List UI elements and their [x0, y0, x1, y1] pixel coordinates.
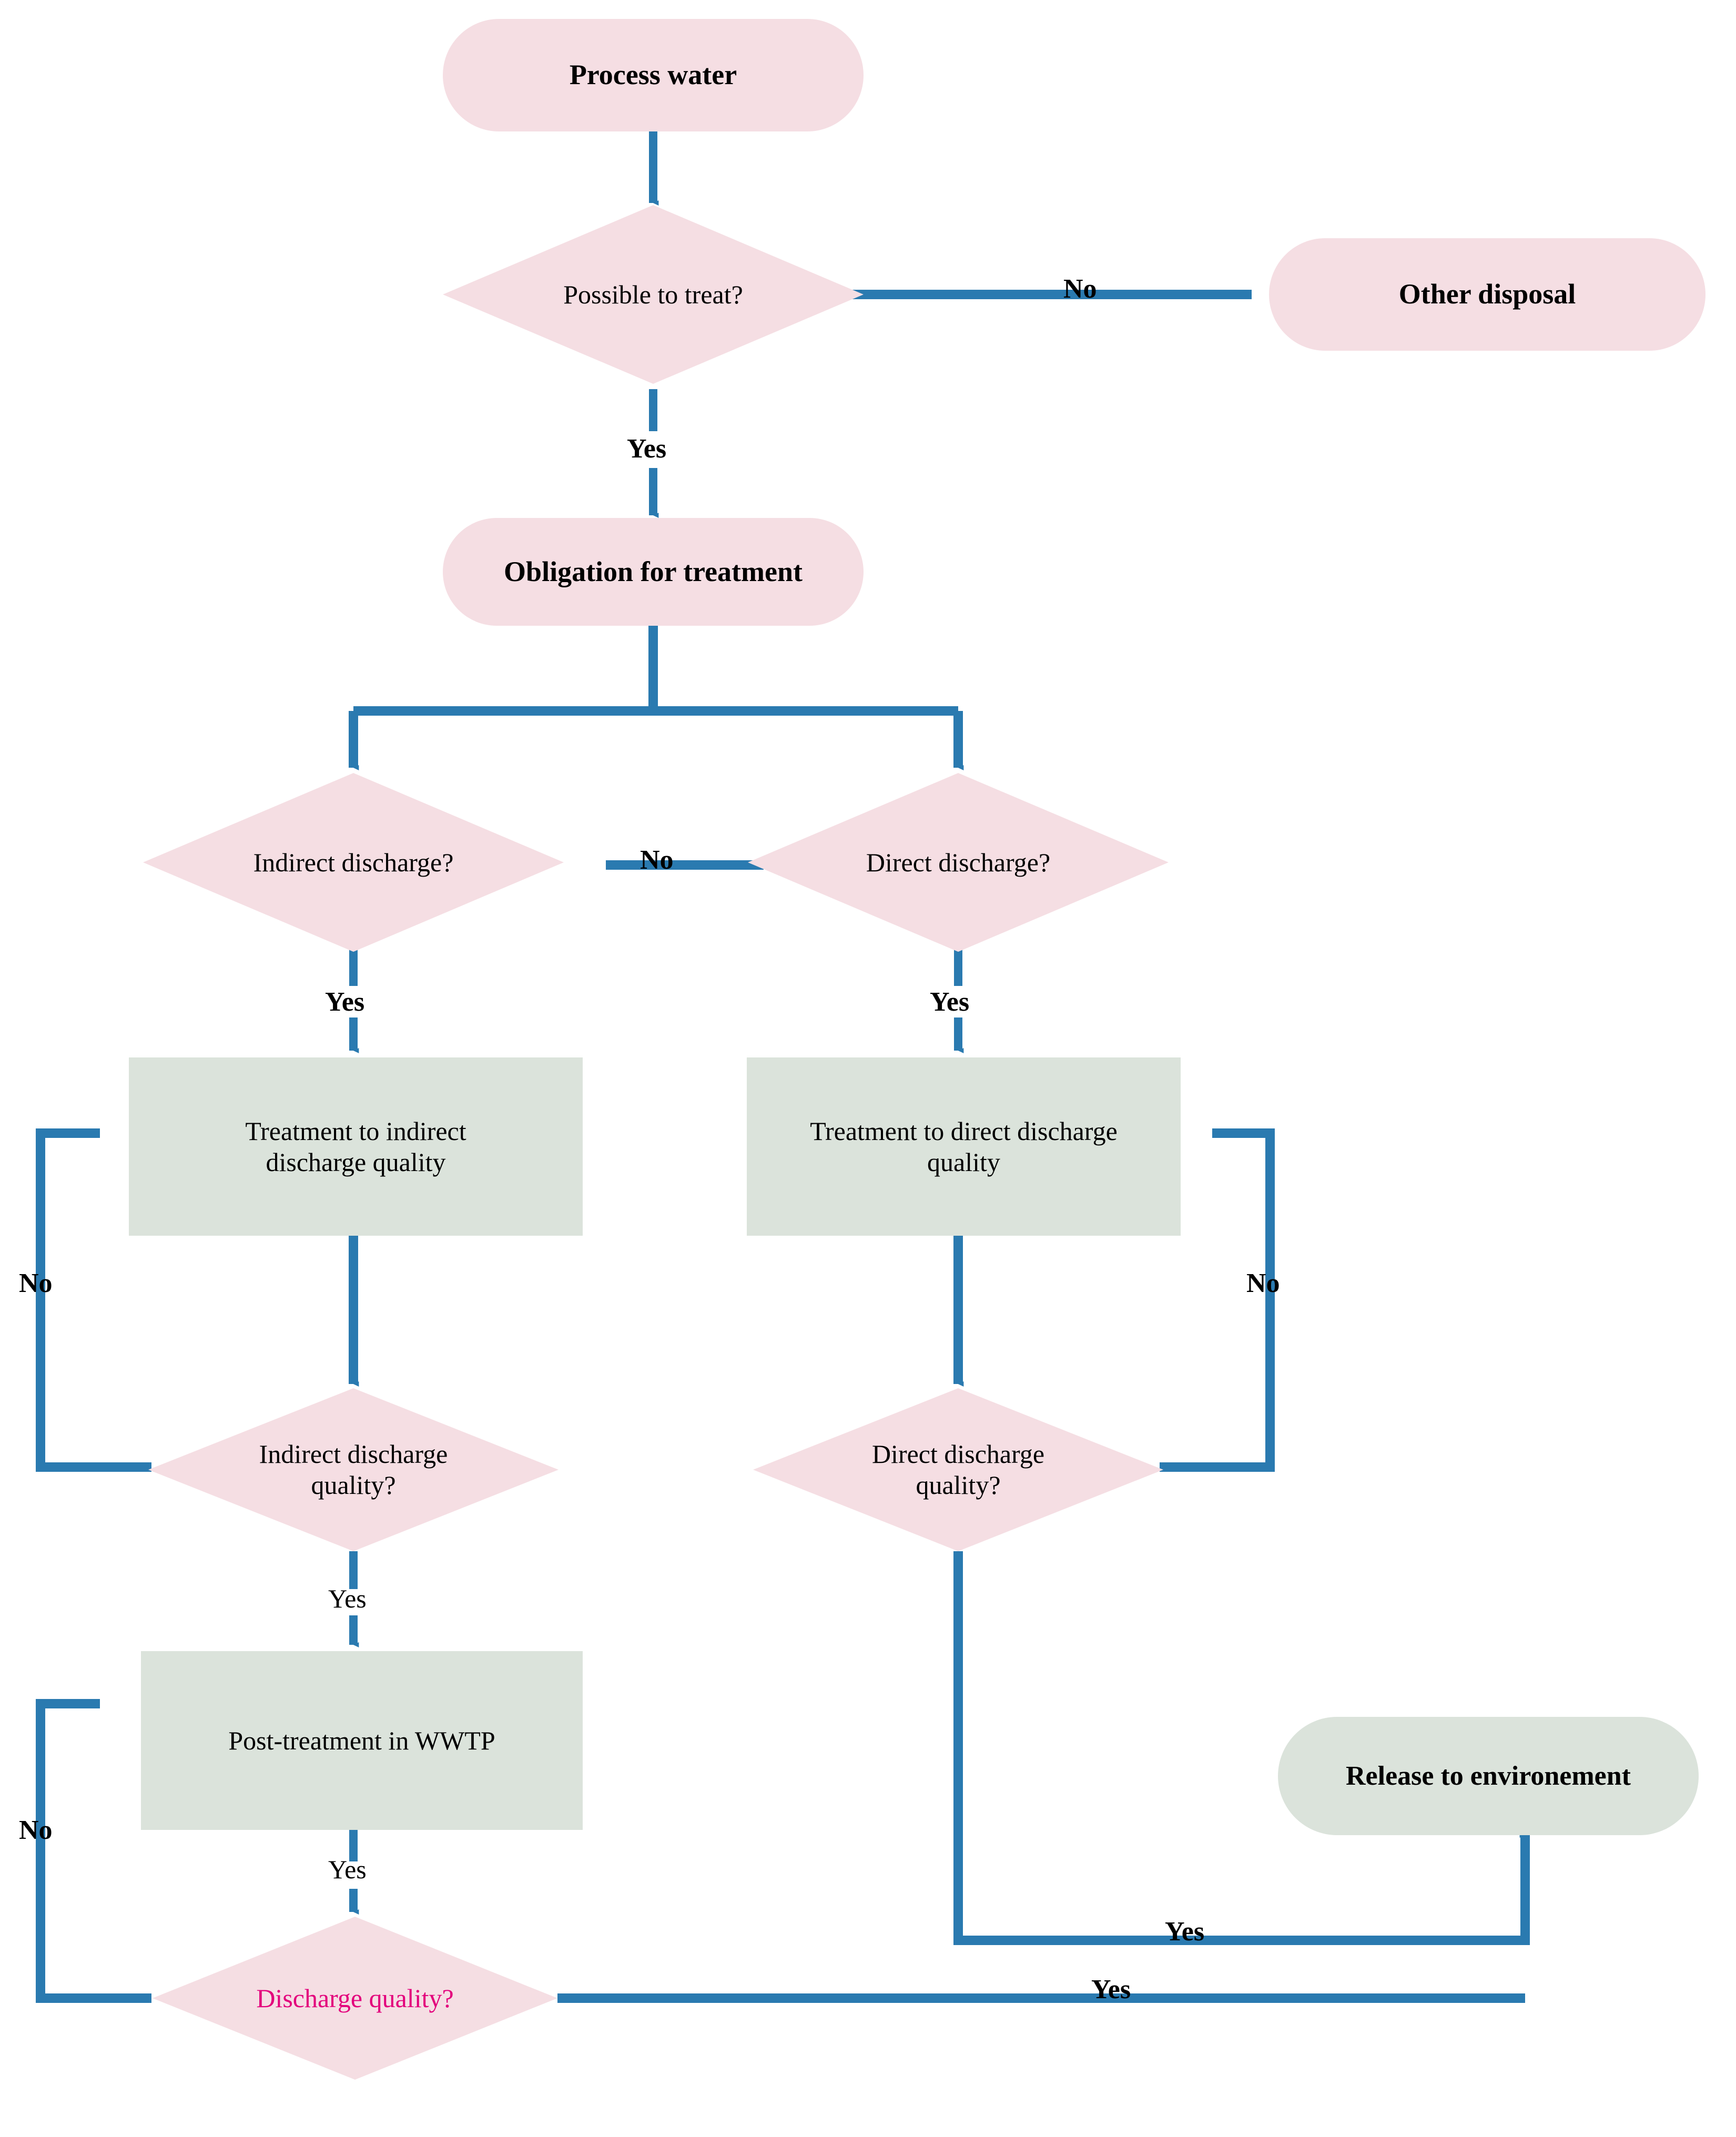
- edge-label-post-treatment-yes: Yes: [328, 1855, 367, 1884]
- node-obligation-for-treatment-label: Obligation for treatment: [504, 555, 803, 587]
- node-indirect-discharge[interactable]: Indirect discharge?: [143, 773, 564, 952]
- edge-label-possible-yes: Yes: [627, 434, 667, 464]
- node-direct-discharge[interactable]: Direct discharge?: [748, 773, 1169, 952]
- node-possible-to-treat-label: Possible to treat?: [563, 279, 743, 309]
- node-discharge-quality-label: Discharge quality?: [256, 1983, 454, 2013]
- node-discharge-quality[interactable]: Discharge quality?: [153, 1917, 557, 2080]
- node-indirect-discharge-quality-line2: quality?: [311, 1470, 396, 1500]
- node-post-treatment-in-wwtp[interactable]: Post-treatment in WWTP: [141, 1651, 583, 1830]
- node-direct-discharge-quality[interactable]: Direct discharge quality?: [753, 1388, 1163, 1551]
- edge-label-direct-quality-yes: Yes: [1165, 1917, 1205, 1947]
- node-indirect-discharge-quality-label: Indirect discharge quality?: [250, 1439, 458, 1501]
- edge-label-discharge-quality-yes: Yes: [1091, 1975, 1131, 2004]
- edge-label-direct-quality-no: No: [1246, 1268, 1280, 1298]
- node-obligation-for-treatment[interactable]: Obligation for treatment: [443, 518, 864, 626]
- edge-label-possible-no: No: [1063, 274, 1097, 304]
- node-indirect-discharge-label: Indirect discharge?: [253, 847, 454, 877]
- node-treatment-to-indirect-discharge-quality[interactable]: Treatment to indirect discharge quality: [129, 1057, 583, 1236]
- edge-label-indirect-yes: Yes: [325, 987, 365, 1017]
- edge-label-indirect-quality-yes: Yes: [328, 1584, 367, 1613]
- node-direct-discharge-quality-label: Direct discharge quality?: [862, 1439, 1054, 1501]
- node-treatment-to-direct-discharge-quality[interactable]: Treatment to direct discharge quality: [747, 1057, 1181, 1236]
- node-treatment-direct-line1: Treatment to direct discharge: [810, 1116, 1118, 1146]
- node-treatment-direct-line2: quality: [927, 1147, 1000, 1177]
- node-indirect-discharge-quality-line1: Indirect discharge: [259, 1439, 448, 1469]
- node-treatment-indirect-line1: Treatment to indirect: [245, 1116, 466, 1146]
- edge-label-indirect-quality-no: No: [19, 1268, 53, 1298]
- node-indirect-discharge-quality[interactable]: Indirect discharge quality?: [148, 1388, 559, 1551]
- node-process-water-label: Process water: [569, 59, 737, 91]
- node-treatment-indirect-label: Treatment to indirect discharge quality: [236, 1116, 475, 1178]
- edge-label-discharge-quality-no: No: [19, 1815, 53, 1845]
- node-process-water[interactable]: Process water: [443, 19, 864, 131]
- node-release-to-environement[interactable]: Release to environement: [1278, 1717, 1699, 1835]
- node-treatment-indirect-line2: discharge quality: [266, 1147, 446, 1177]
- node-possible-to-treat[interactable]: Possible to treat?: [443, 205, 864, 384]
- node-other-disposal-label: Other disposal: [1398, 278, 1576, 310]
- node-post-treatment-in-wwtp-label: Post-treatment in WWTP: [228, 1725, 495, 1755]
- node-direct-discharge-label: Direct discharge?: [866, 847, 1051, 877]
- node-direct-discharge-quality-line2: quality?: [916, 1470, 1001, 1500]
- node-treatment-direct-label: Treatment to direct discharge quality: [800, 1116, 1127, 1178]
- edge-label-direct-no-to-indirect: No: [640, 845, 674, 875]
- node-other-disposal[interactable]: Other disposal: [1269, 238, 1705, 351]
- node-direct-discharge-quality-line1: Direct discharge: [871, 1439, 1045, 1469]
- node-release-to-environement-label: Release to environement: [1345, 1761, 1631, 1791]
- edge-discharge-quality-no-loop: [36, 1699, 151, 2003]
- edge-label-direct-yes: Yes: [930, 987, 970, 1017]
